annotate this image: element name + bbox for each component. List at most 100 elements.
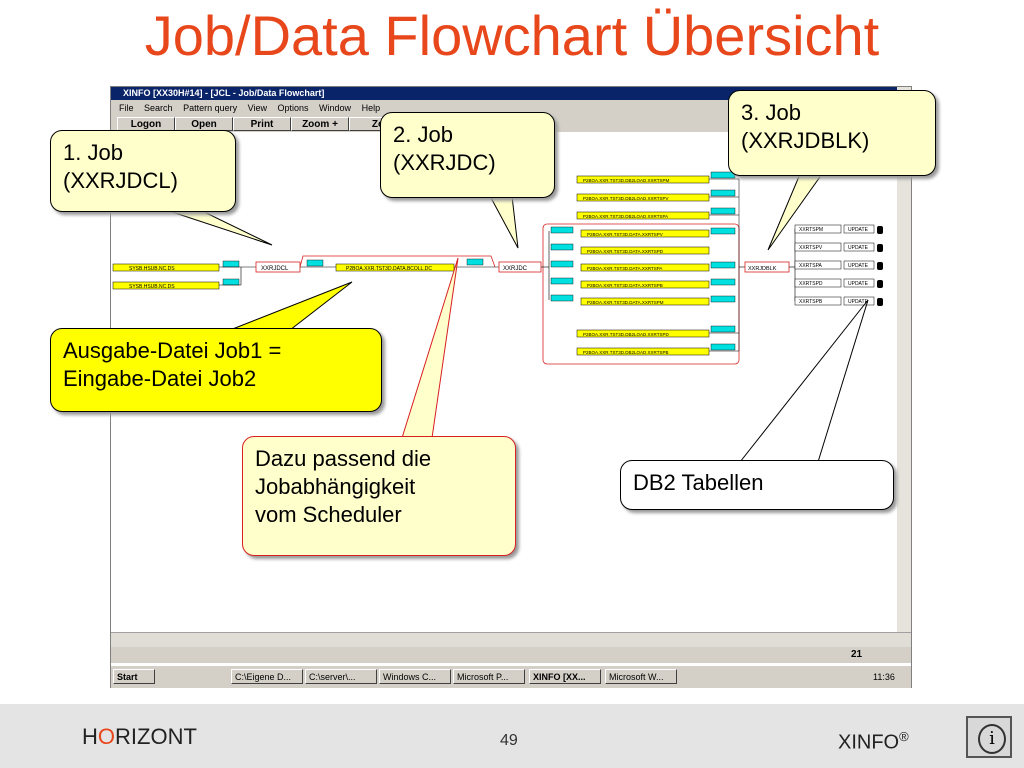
vertical-scrollbar[interactable] [897,87,911,632]
db2load-dataset-4[interactable] [576,329,710,338]
xinfo-label: XINFO® [838,729,909,754]
intermediate-dataset[interactable] [335,263,455,272]
job1-node-label: XXRJDCL [261,266,289,272]
callout-scheduler: Dazu passend die Jobabhängigkeit vom Sch… [242,436,516,556]
callout-job1: 1. Job (XXRJDCL) [50,130,236,212]
print-button[interactable]: Print [233,117,291,131]
ausgabe-pointer [229,281,353,331]
callout-ausgabe-eingabe: Ausgabe-Datei Job1 = Eingabe-Datei Job2 [50,328,382,412]
page-number: 49 [500,732,518,749]
horizont-logo: HORIZONT [82,724,197,749]
data-dataset-1[interactable] [580,229,710,238]
db2-pointer-1 [739,299,869,463]
taskbar-item[interactable]: C:\server\... [305,669,377,684]
svg-text:XXRTSPA: XXRTSPA [799,263,823,269]
svg-text:UPDATE: UPDATE [848,227,869,233]
menu-file[interactable]: File [119,103,134,113]
menu-search[interactable]: Search [144,103,173,113]
svg-text:P2BOA.XXR.TST3D.DB2LOAD.XXRTSP: P2BOA.XXR.TST3D.DB2LOAD.XXRTSPV [583,196,668,201]
svg-text:P2BOA.XXR.TST3D.DATA.XXRTSPB: P2BOA.XXR.TST3D.DATA.XXRTSPB [587,283,663,288]
middle-datasets: P2BOA.XXR.TST3D.DATA.XXRTSPV P2BOA.XXR.T… [550,226,736,306]
db2-pointer-2 [817,299,869,463]
svg-text:UPDATE: UPDATE [848,281,869,287]
svg-text:P2BOA.XXR.TST3D.DATA.XXRTSPA: P2BOA.XXR.TST3D.DATA.XXRTSPA [587,266,662,271]
skk-badge [710,189,736,197]
data-dataset-3[interactable] [580,263,710,272]
taskbar-item[interactable]: C:\Eigene D... [231,669,303,684]
table-node-5[interactable] [794,296,842,306]
db2load-dataset-2[interactable] [576,193,710,202]
menu-view[interactable]: View [247,103,267,113]
data-dataset-4[interactable] [580,280,710,289]
svg-text:P2BOA.XXR.TST3D.DB2LOAD.XXRTSP: P2BOA.XXR.TST3D.DB2LOAD.XXRTSPB [583,350,668,355]
svg-text:XXRTSPM: XXRTSPM [799,227,823,233]
taskbar-item[interactable]: Microsoft W... [605,669,677,684]
taskbar-item[interactable]: Windows C... [379,669,451,684]
scheduler-dependency-line [299,255,496,268]
menu-bar: File Search Pattern query View Options W… [111,100,911,116]
slide-footer [0,704,1024,768]
callout-db2-tables: DB2 Tabellen [620,460,894,510]
status-value: 21 [851,649,863,660]
input-dataset-2[interactable] [112,281,220,290]
bcc-badge [306,259,324,267]
taskbar-item-active[interactable]: XINFO [XX... [529,669,601,684]
svg-text:XXRTSPD: XXRTSPD [799,281,823,287]
job2-node-label: XXRJDC [503,266,528,272]
svg-text:P2BOA.XXR.TST3D.DB2LOAD.XXRTSP: P2BOA.XXR.TST3D.DB2LOAD.XXRTSPD [583,332,669,337]
status-bar: 21 [111,647,911,663]
menu-pattern-query[interactable]: Pattern query [183,103,238,113]
db2load-dataset-5[interactable] [576,347,710,356]
job3-node-label: XXRJDBLK [748,266,777,272]
zoom-in-button[interactable]: Zoom + [291,117,349,131]
skk-badge [466,258,484,266]
svg-text:XXRTSPB: XXRTSPB [799,299,823,305]
taskbar-item[interactable]: Microsoft P... [453,669,525,684]
input-dataset-2-label: SYSB.HSUB.NC.DS [129,284,175,290]
menu-options[interactable]: Options [277,103,309,113]
intermediate-dataset-label: P2BOA.XXR.TST3D.DATA.BCOLL.DC [346,266,432,272]
callout-job3: 3. Job (XXRJDBLK) [728,90,936,176]
flowchart-svg: SYSB.HSUB.NC.DS SYSB.HSUB.NC.DS XXRJDCL … [112,171,883,365]
info-button[interactable]: i [966,716,1012,758]
window-title: XINFO [XX30H#14] - [JCL - Job/Data Flowc… [123,88,325,98]
input-dataset-1-label: SYSB.HSUB.NC.DS [129,266,175,272]
db2load-dataset-3[interactable] [576,211,710,220]
db2-tables: XXRTSPM UPDATE XXRTSPV UPDATE XXRTSPA UP… [794,224,883,306]
job2-pointer [489,195,519,249]
taskbar-clock: 11:36 [873,672,895,682]
data-dataset-2[interactable] [580,246,710,255]
horizontal-scrollbar[interactable] [111,632,911,647]
job1-pointer [159,207,273,246]
svg-text:P2BOA.XXR.TST3D.DB2LOAD.XXRTSP: P2BOA.XXR.TST3D.DB2LOAD.XXRTSPM [583,178,669,183]
slide-title: Job/Data Flowchart Übersicht [144,4,880,67]
svg-text:UPDATE: UPDATE [848,245,869,251]
db2load-dataset-1[interactable] [576,175,710,184]
skk-badge [710,207,736,215]
svg-text:P2BOA.XXR.TST3D.DATA.XXRTSPD: P2BOA.XXR.TST3D.DATA.XXRTSPD [587,249,664,254]
callout-pointers [159,173,869,463]
svg-text:P2BOA.XXR.TST3D.DB2LOAD.XXRTSP: P2BOA.XXR.TST3D.DB2LOAD.XXRTSPA [583,214,668,219]
svg-text:P2BOA.XXR.TST3D.DATA.XXRTSPM: P2BOA.XXR.TST3D.DATA.XXRTSPM [587,300,664,305]
data-dataset-5[interactable] [580,297,710,306]
svg-text:XXRTSPV: XXRTSPV [799,245,823,251]
table-node-4[interactable] [794,278,842,288]
input-dataset-1[interactable] [112,263,220,272]
start-button[interactable]: Start [113,669,155,684]
skk-badge [710,343,736,351]
callout-job2: 2. Job (XXRJDC) [380,112,555,198]
menu-window[interactable]: Window [319,103,352,113]
svg-text:UPDATE: UPDATE [848,263,869,269]
svg-text:UPDATE: UPDATE [848,299,869,305]
svg-text:P2BOA.XXR.TST3D.DATA.XXRTSPV: P2BOA.XXR.TST3D.DATA.XXRTSPV [587,232,663,237]
info-icon: i [978,724,1006,754]
dazu-pointer [401,257,459,439]
taskbar: Start C:\Eigene D... C:\server\... Windo… [111,665,911,688]
table-node-2[interactable] [794,242,842,252]
skk-badge [710,325,736,333]
table-node-3[interactable] [794,260,842,270]
table-node-1[interactable] [794,224,842,234]
window-titlebar: XINFO [XX30H#14] - [JCL - Job/Data Flowc… [111,87,911,100]
job3-pointer [767,173,823,251]
menu-help[interactable]: Help [361,103,381,113]
